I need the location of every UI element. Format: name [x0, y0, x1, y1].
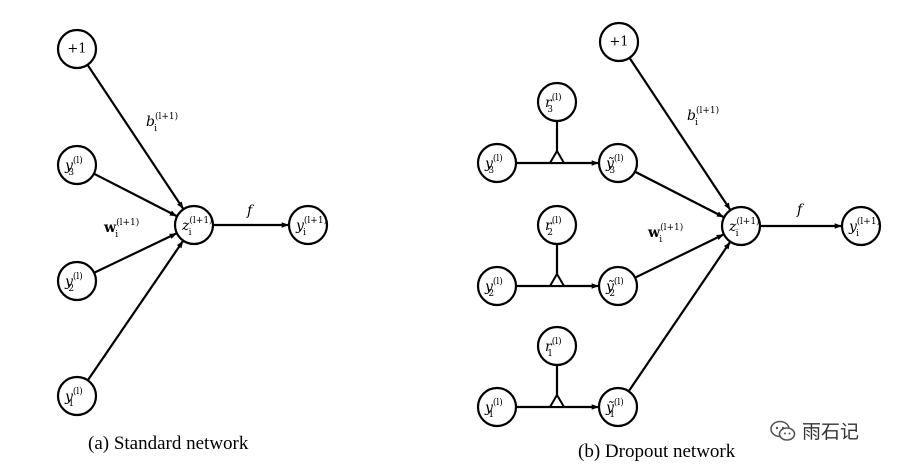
- edge-d_bias-to-d_z: [628, 57, 731, 210]
- node-d_t3: [597, 142, 639, 184]
- node-d_y2: [476, 265, 518, 307]
- edge-label-d_f: f: [796, 202, 805, 218]
- node-d_r2: [536, 204, 578, 246]
- watermark: 雨石记: [770, 417, 859, 444]
- edge-s_y2-to-s_z: [93, 232, 177, 274]
- edge-label-s_w: w(l+1)i: [103, 217, 139, 240]
- dropout-network-caption: (b) Dropout network: [578, 441, 736, 462]
- node-d_yout: [840, 205, 882, 247]
- node-label-d_y3: y(l)3: [484, 153, 503, 176]
- node-d_r1: [536, 325, 578, 367]
- node-label-d_y2: y(l)2: [484, 276, 503, 299]
- edge-d_t1-to-d_z: [627, 241, 731, 392]
- node-label-d_r2: r(l)2: [545, 215, 562, 238]
- node-s_bias: [56, 28, 98, 70]
- node-label-d_t3: ỹ(l)3: [605, 153, 624, 176]
- standard-network-caption: (a) Standard network: [88, 433, 249, 454]
- wechat-icon: [770, 420, 796, 441]
- edge-label-d_b: b(l+1)i: [687, 105, 719, 128]
- node-label-s_y1: y(l)1: [64, 386, 83, 409]
- watermark-text: 雨石记: [802, 421, 860, 443]
- dropout-gate-d_r1: [548, 393, 566, 408]
- node-label-s_y2: y(l)2: [64, 271, 83, 294]
- edge-s_y3-to-s_z: [93, 172, 177, 217]
- node-label-d_r1: r(l)1: [545, 336, 562, 359]
- edge-label-s_b: b(l+1)i: [146, 111, 178, 134]
- node-label-d_z: z(l+1)i: [728, 216, 760, 239]
- dropout-gate-d_r2: [548, 272, 566, 287]
- node-d_t1: [597, 386, 639, 428]
- node-d_t2: [597, 265, 639, 307]
- node-label-s_y3: y(l)3: [64, 155, 83, 178]
- edge-s_bias-to-s_z: [86, 64, 184, 209]
- node-d_z: [720, 205, 762, 247]
- node-s_y2: [56, 260, 98, 302]
- node-d_r3: [536, 81, 578, 123]
- node-label-d_t2: ỹ(l)2: [605, 276, 624, 299]
- edge-label-d_w: w(l+1)i: [647, 222, 683, 245]
- node-s_y3: [56, 144, 98, 186]
- node-s_y1: [56, 375, 98, 417]
- node-label-d_y1: y(l)1: [484, 397, 503, 420]
- node-label-s_yout: y(l+1)i: [295, 215, 327, 238]
- node-label-d_r3: r(l)3: [545, 92, 562, 115]
- node-s_yout: [287, 204, 329, 246]
- node-label-d_bias: +1: [609, 35, 628, 50]
- node-s_z: [173, 204, 215, 246]
- dropout-gate-d_r3: [548, 149, 566, 164]
- edge-label-s_f: f: [246, 203, 255, 219]
- node-d_bias: [598, 21, 640, 63]
- node-label-d_t1: ỹ(l)1: [605, 397, 624, 420]
- node-d_y3: [476, 142, 518, 184]
- edge-d_t3-to-d_z: [634, 170, 724, 218]
- node-label-s_z: z(l+1)i: [181, 215, 213, 238]
- node-label-d_yout: y(l+1)i: [848, 216, 880, 239]
- edge-s_y1-to-s_z: [86, 240, 184, 381]
- edge-d_t2-to-d_z: [634, 233, 724, 279]
- node-d_y1: [476, 386, 518, 428]
- node-label-s_bias: +1: [67, 42, 86, 57]
